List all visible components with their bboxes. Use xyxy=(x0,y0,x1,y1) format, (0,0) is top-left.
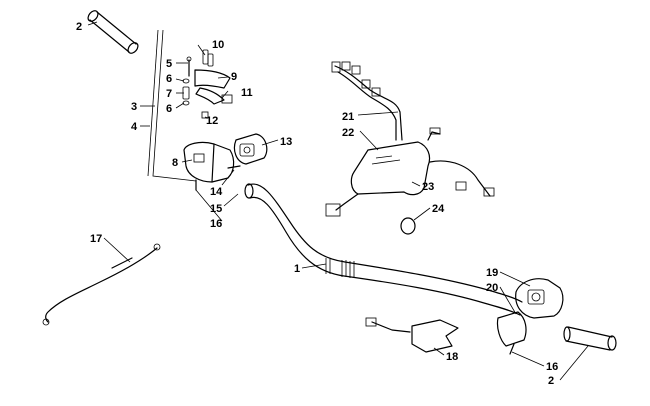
callout-20: 20 xyxy=(486,282,498,294)
callout-labels: 2 10 5 9 6 7 11 3 6 12 4 13 8 14 15 16 2… xyxy=(76,21,558,387)
throttle-cable-part xyxy=(42,243,161,326)
callout-18: 18 xyxy=(446,351,458,363)
handlebar-part xyxy=(244,183,523,316)
callout-6-lower: 6 xyxy=(166,103,172,115)
callout-13: 13 xyxy=(280,136,292,148)
hardware-parts xyxy=(182,49,233,119)
callout-15: 15 xyxy=(210,203,222,215)
callout-24: 24 xyxy=(432,203,445,215)
callout-1: 1 xyxy=(294,263,300,275)
right-grip-part xyxy=(563,326,617,351)
right-switch-housing-part xyxy=(496,278,564,355)
callout-6-upper: 6 xyxy=(166,73,172,85)
callout-16-right: 16 xyxy=(546,361,558,373)
wiring-harness-part xyxy=(331,61,441,141)
callout-21: 21 xyxy=(342,111,354,123)
callout-23: 23 xyxy=(422,181,434,193)
callout-12: 12 xyxy=(206,115,218,127)
callout-14: 14 xyxy=(210,186,223,198)
left-grip-part xyxy=(87,10,139,54)
callout-4: 4 xyxy=(131,121,138,133)
callout-16-left: 16 xyxy=(210,218,222,230)
callout-2-right: 2 xyxy=(548,375,554,387)
throttle-lever-part xyxy=(194,69,231,105)
callout-9: 9 xyxy=(231,71,237,83)
callout-8: 8 xyxy=(172,157,178,169)
callout-19: 19 xyxy=(486,267,498,279)
callout-5: 5 xyxy=(166,58,172,70)
callout-11: 11 xyxy=(241,87,253,99)
callout-17: 17 xyxy=(90,233,102,245)
callout-2-left: 2 xyxy=(76,21,82,33)
left-switch-housing-part xyxy=(183,141,241,191)
o-ring-part xyxy=(400,217,416,235)
callout-22: 22 xyxy=(342,127,354,139)
callout-10: 10 xyxy=(212,39,224,51)
leader-lines xyxy=(87,21,589,381)
heater-module-part xyxy=(325,141,495,217)
callout-7: 7 xyxy=(166,88,172,100)
callout-3: 3 xyxy=(131,101,137,113)
bracket-lines xyxy=(147,29,197,182)
left-control-module-part xyxy=(233,133,268,165)
hand-warmer-element-part xyxy=(365,317,459,353)
